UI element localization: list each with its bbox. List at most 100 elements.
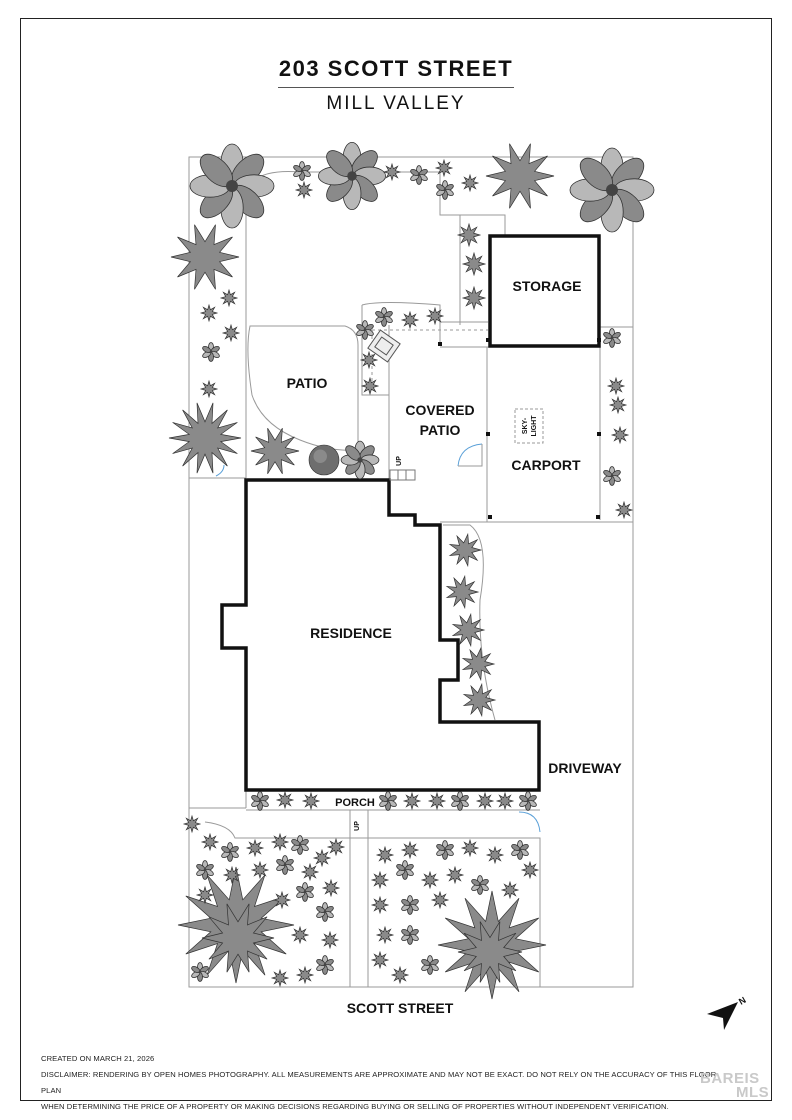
shrub-icon [421,955,439,975]
shrub-icon [610,425,630,445]
page-frame [20,18,772,1101]
shrub-icon [425,306,445,326]
shrub-icon [360,376,380,396]
tree-icon [168,402,242,474]
shrub-icon [382,162,402,182]
disclaimer-block: CREATED ON MARCH 21, 2026 DISCLAIMER: RE… [41,1051,721,1115]
shrub-icon [614,500,634,520]
shrub-icon [222,865,242,885]
shrub-icon [359,350,379,370]
shrub-icon [295,965,315,985]
shrub-icon [326,837,346,857]
shrub-icon [401,925,419,945]
shrub-icon [356,320,374,340]
covered-patio-label-1: COVERED [405,402,474,418]
shrub-icon [316,955,334,975]
tree-icon [457,921,523,983]
shrub-icon [270,968,290,988]
shrub-icon [445,574,480,610]
tree-icon [250,428,300,474]
shrub-icon [291,835,309,855]
shrub-icon [420,870,440,890]
north-arrow-icon: N [707,995,748,1030]
shrub-icon [410,165,428,185]
residence-walls [220,478,541,792]
disclaimer-line-1: DISCLAIMER: RENDERING BY OPEN HOMES PHOT… [41,1070,717,1095]
shrub-icon [451,791,469,811]
mls-watermark: BAREIS MLS [700,1071,770,1101]
shrub-icon [461,646,496,682]
shrub-icon [456,222,482,248]
patio-label: PATIO [287,375,328,391]
shrub-icon [430,890,450,910]
shrub-icon [606,376,626,396]
shrub-icon [448,532,483,568]
shrub-icon [276,855,294,875]
shrub-icon [460,838,480,858]
shrub-icon [471,875,489,895]
shrub-icon [195,885,215,905]
shrub-icon [293,161,311,181]
porch-up-label: UP [354,821,361,831]
shrub-icon [272,890,292,910]
covered-patio-label-2: PATIO [420,422,461,438]
shrub-icon [308,444,340,476]
storage-walls [488,234,601,348]
shrub-icon [296,882,314,902]
shrub-icon [436,840,454,860]
shrub-icon [495,791,515,811]
shrub-icon [445,865,465,885]
shrub-icon [245,838,265,858]
patio-steps [389,469,416,481]
shrub-icon [370,870,390,890]
created-date: CREATED ON MARCH 21, 2026 [41,1054,155,1063]
skylight-label: SKY- LIGHT [522,415,538,437]
porch-label-bg [333,794,377,808]
shrub-icon [511,840,529,860]
carport-posts [438,338,601,519]
shrub-icon [461,285,487,311]
shrub-icon [290,925,310,945]
porch-label: PORCH [335,797,375,809]
shrub-icon [251,791,269,811]
north-letter: N [737,995,748,1007]
shrub-icon [199,379,219,399]
shrub-icon [221,842,239,862]
shrub-icon [401,895,419,915]
skylight-label-2: LIGHT [531,415,538,437]
shrub-icon [434,158,454,178]
shrub-icon [196,860,214,880]
shrub-icon [221,323,241,343]
watermark-line-2: MLS [736,1084,770,1101]
storage-label: STORAGE [513,278,582,294]
shrub-icon [301,791,321,811]
shrub-icon [202,342,220,362]
shrub-icon [461,251,487,277]
street-label: SCOTT STREET [347,1000,454,1016]
patio-chair-icon [367,329,401,363]
shrub-icon [400,310,420,330]
tree-icon [485,143,555,209]
shrub-icon [370,950,390,970]
patio-up-label: UP [396,456,403,466]
shrub-icon [436,180,454,200]
shrub-icon [316,902,334,922]
shrub-icon [321,878,341,898]
disclaimer-line-2: WHEN DETERMINING THE PRICE OF A PROPERTY… [41,1102,669,1111]
shrub-icon [485,845,505,865]
landscaping [168,141,655,1000]
shrub-icon [375,307,393,327]
shrub-icon [375,845,395,865]
skylight-outline [514,408,544,444]
shrub-icon [275,790,295,810]
shrub-icon [375,925,395,945]
door-jamb [458,444,483,467]
shrub-icon [312,848,332,868]
page-title: 203 SCOTT STREET [278,56,514,81]
tree-icon [189,143,275,229]
shrub-icon [182,814,202,834]
shrub-icon [475,791,495,811]
shrub-icon [500,880,520,900]
tree-icon [340,440,380,480]
